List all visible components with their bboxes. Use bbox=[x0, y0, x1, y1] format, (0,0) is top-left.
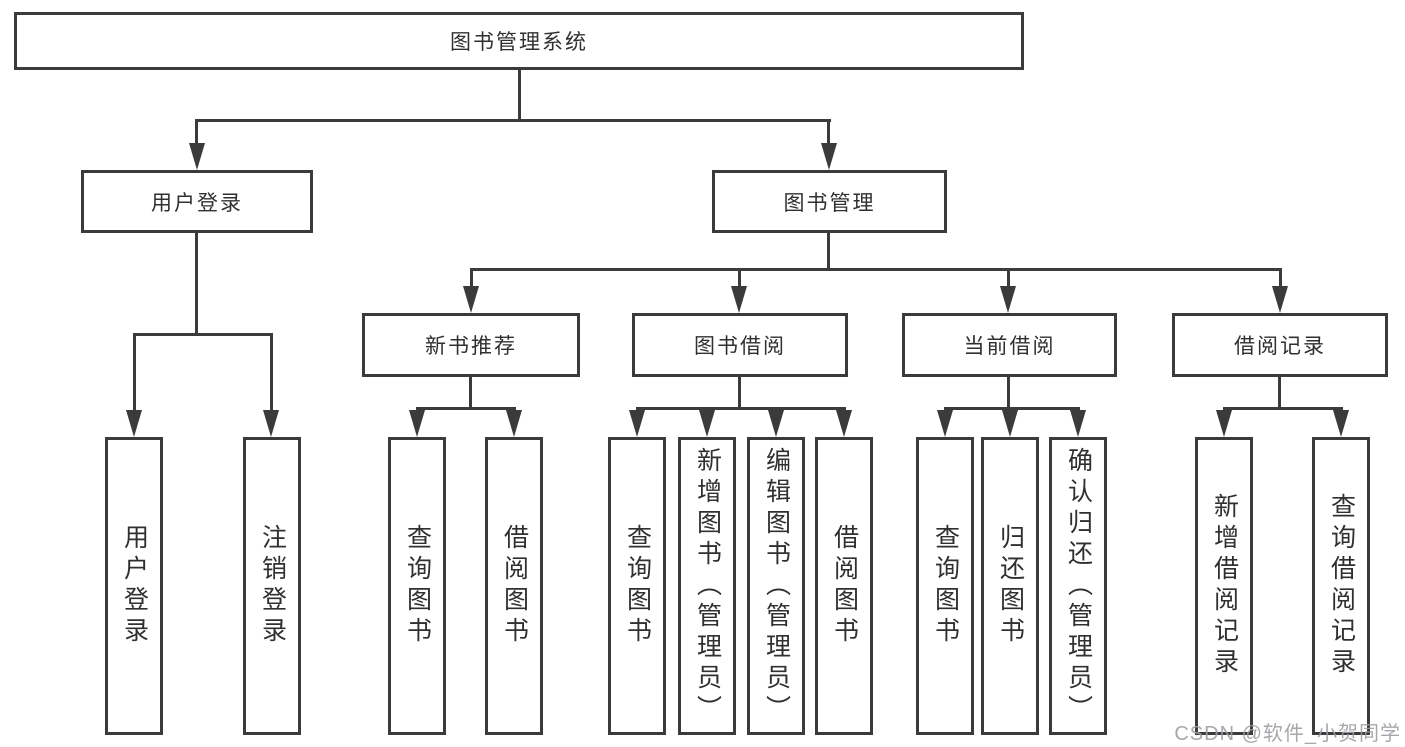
edge-line bbox=[133, 333, 273, 336]
node-user-login-label: 用户登录 bbox=[151, 191, 243, 215]
edge-line bbox=[1279, 270, 1282, 287]
edge-line bbox=[738, 377, 741, 410]
edge-line bbox=[944, 407, 1080, 410]
arrow-down bbox=[768, 410, 784, 437]
leaf-edit-books-admin-label: 编辑图书（管理员） bbox=[762, 446, 791, 726]
leaf-confirm-return-admin: 确认归还（管理员） bbox=[1049, 437, 1107, 735]
leaf-borrow-books: 借阅图书 bbox=[815, 437, 873, 735]
arrow-down bbox=[126, 410, 142, 437]
arrow-down bbox=[189, 143, 205, 170]
edge-line bbox=[738, 270, 741, 287]
node-book-borrow-label: 图书借阅 bbox=[694, 335, 786, 358]
edge-line bbox=[1223, 407, 1343, 410]
edge-line bbox=[133, 335, 136, 412]
node-book-management-label: 图书管理 bbox=[783, 191, 876, 215]
arrow-down bbox=[463, 286, 479, 313]
node-root-label: 图书管理系统 bbox=[450, 31, 588, 54]
arrow-down bbox=[409, 410, 425, 437]
node-new-book-recommend: 新书推荐 bbox=[362, 313, 580, 377]
leaf-return-books: 归还图书 bbox=[981, 437, 1039, 735]
leaf-add-books-admin-label: 新增图书（管理员） bbox=[693, 446, 722, 726]
leaf-query-books: 查询图书 bbox=[608, 437, 666, 735]
arrow-down bbox=[1216, 410, 1232, 437]
edge-line bbox=[270, 335, 273, 412]
edge-line bbox=[195, 121, 198, 145]
leaf-query-borrow-record-label: 查询借阅记录 bbox=[1327, 493, 1356, 679]
edge-line bbox=[1007, 377, 1010, 410]
leaf-query-books-label: 查询图书 bbox=[623, 524, 652, 648]
leaf-user-login-label: 用户登录 bbox=[120, 524, 149, 648]
leaf-query-borrow-record: 查询借阅记录 bbox=[1312, 437, 1370, 735]
arrow-down bbox=[263, 410, 279, 437]
arrow-down bbox=[629, 410, 645, 437]
edge-line bbox=[827, 121, 830, 145]
leaf-edit-books-admin: 编辑图书（管理员） bbox=[747, 437, 805, 735]
node-borrow-records: 借阅记录 bbox=[1172, 313, 1388, 377]
leaf-query-books-recommend: 查询图书 bbox=[388, 437, 446, 735]
arrow-down bbox=[506, 410, 522, 437]
node-book-management: 图书管理 bbox=[712, 170, 947, 233]
edge-line bbox=[195, 119, 831, 122]
edge-line bbox=[1007, 270, 1010, 287]
arrow-down bbox=[836, 410, 852, 437]
leaf-query-books-current-label: 查询图书 bbox=[931, 524, 960, 648]
edge-line bbox=[827, 233, 830, 271]
edge-line bbox=[416, 407, 516, 410]
node-borrow-records-label: 借阅记录 bbox=[1234, 335, 1326, 358]
leaf-query-books-recommend-label: 查询图书 bbox=[403, 524, 432, 648]
leaf-add-borrow-record-label: 新增借阅记录 bbox=[1210, 493, 1239, 679]
edge-line bbox=[195, 233, 198, 336]
arrow-down bbox=[1333, 410, 1349, 437]
edge-line bbox=[470, 268, 1282, 271]
csdn-watermark: CSDN @软件_小贺同学 bbox=[1174, 723, 1401, 745]
arrow-down bbox=[937, 410, 953, 437]
leaf-borrow-books-label: 借阅图书 bbox=[830, 524, 859, 648]
node-current-borrow-label: 当前借阅 bbox=[963, 335, 1056, 358]
node-root: 图书管理系统 bbox=[14, 12, 1024, 70]
leaf-user-login: 用户登录 bbox=[105, 437, 163, 735]
arrow-down bbox=[1000, 286, 1016, 313]
node-current-borrow: 当前借阅 bbox=[902, 313, 1117, 377]
arrow-down bbox=[731, 286, 747, 313]
leaf-logout: 注销登录 bbox=[243, 437, 301, 735]
arrow-down bbox=[1070, 410, 1086, 437]
leaf-borrow-books-recommend: 借阅图书 bbox=[485, 437, 543, 735]
arrow-down bbox=[1272, 286, 1288, 313]
arrow-down bbox=[821, 143, 837, 170]
node-book-borrow: 图书借阅 bbox=[632, 313, 848, 377]
leaf-add-borrow-record: 新增借阅记录 bbox=[1195, 437, 1253, 735]
edge-line bbox=[518, 69, 521, 121]
node-new-book-recommend-label: 新书推荐 bbox=[425, 335, 517, 358]
edge-line bbox=[636, 407, 846, 410]
leaf-query-books-current: 查询图书 bbox=[916, 437, 974, 735]
leaf-borrow-books-recommend-label: 借阅图书 bbox=[500, 524, 529, 648]
edge-line bbox=[469, 377, 472, 410]
leaf-logout-label: 注销登录 bbox=[258, 524, 287, 648]
leaf-add-books-admin: 新增图书（管理员） bbox=[678, 437, 736, 735]
arrow-down bbox=[699, 410, 715, 437]
node-user-login: 用户登录 bbox=[81, 170, 313, 233]
arrow-down bbox=[1002, 410, 1018, 437]
leaf-confirm-return-admin-label: 确认归还（管理员） bbox=[1064, 446, 1093, 726]
leaf-return-books-label: 归还图书 bbox=[996, 524, 1025, 648]
edge-line bbox=[1278, 377, 1281, 410]
edge-line bbox=[470, 270, 473, 287]
